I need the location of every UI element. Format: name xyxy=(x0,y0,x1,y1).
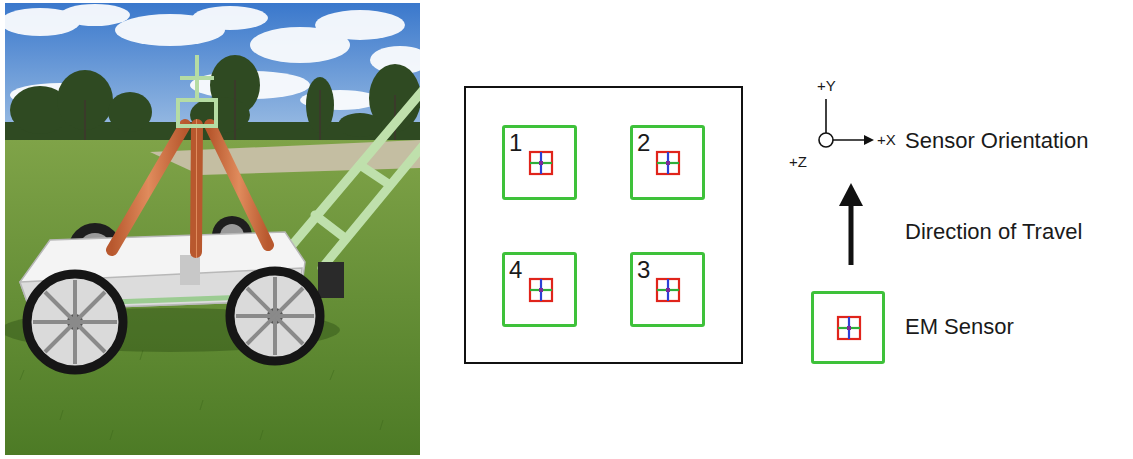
axis-label: +Y xyxy=(817,77,836,94)
legend-text: EM Sensor xyxy=(905,314,1014,339)
cart-photo xyxy=(5,3,420,455)
legend-sample xyxy=(811,291,885,364)
sensor-icon xyxy=(657,279,679,301)
sensor-box: 4 xyxy=(502,252,577,327)
sensor-number: 4 xyxy=(509,258,522,282)
sensor-box: 3 xyxy=(630,252,705,327)
sensor-icon xyxy=(530,152,552,174)
sensor-icon xyxy=(530,279,552,301)
caption-text: Sensor Orientation xyxy=(905,128,1088,153)
arrow-head xyxy=(839,183,863,206)
sensor-icon xyxy=(838,317,860,339)
sensor-box: 1 xyxy=(502,125,577,200)
arrow-head xyxy=(864,135,874,145)
axis-label: +X xyxy=(877,131,896,148)
array-frame xyxy=(465,87,742,363)
sensor-icon xyxy=(657,152,679,174)
travel-arrow xyxy=(849,200,854,265)
axis-label: +Z xyxy=(789,153,807,170)
sensor-number: 2 xyxy=(637,131,650,155)
sensor-number: 1 xyxy=(509,131,522,155)
caption-text: Direction of Travel xyxy=(905,219,1082,244)
sensor-box: 2 xyxy=(630,125,705,200)
sensor-number: 3 xyxy=(637,258,650,282)
axis-symbol xyxy=(819,99,866,147)
